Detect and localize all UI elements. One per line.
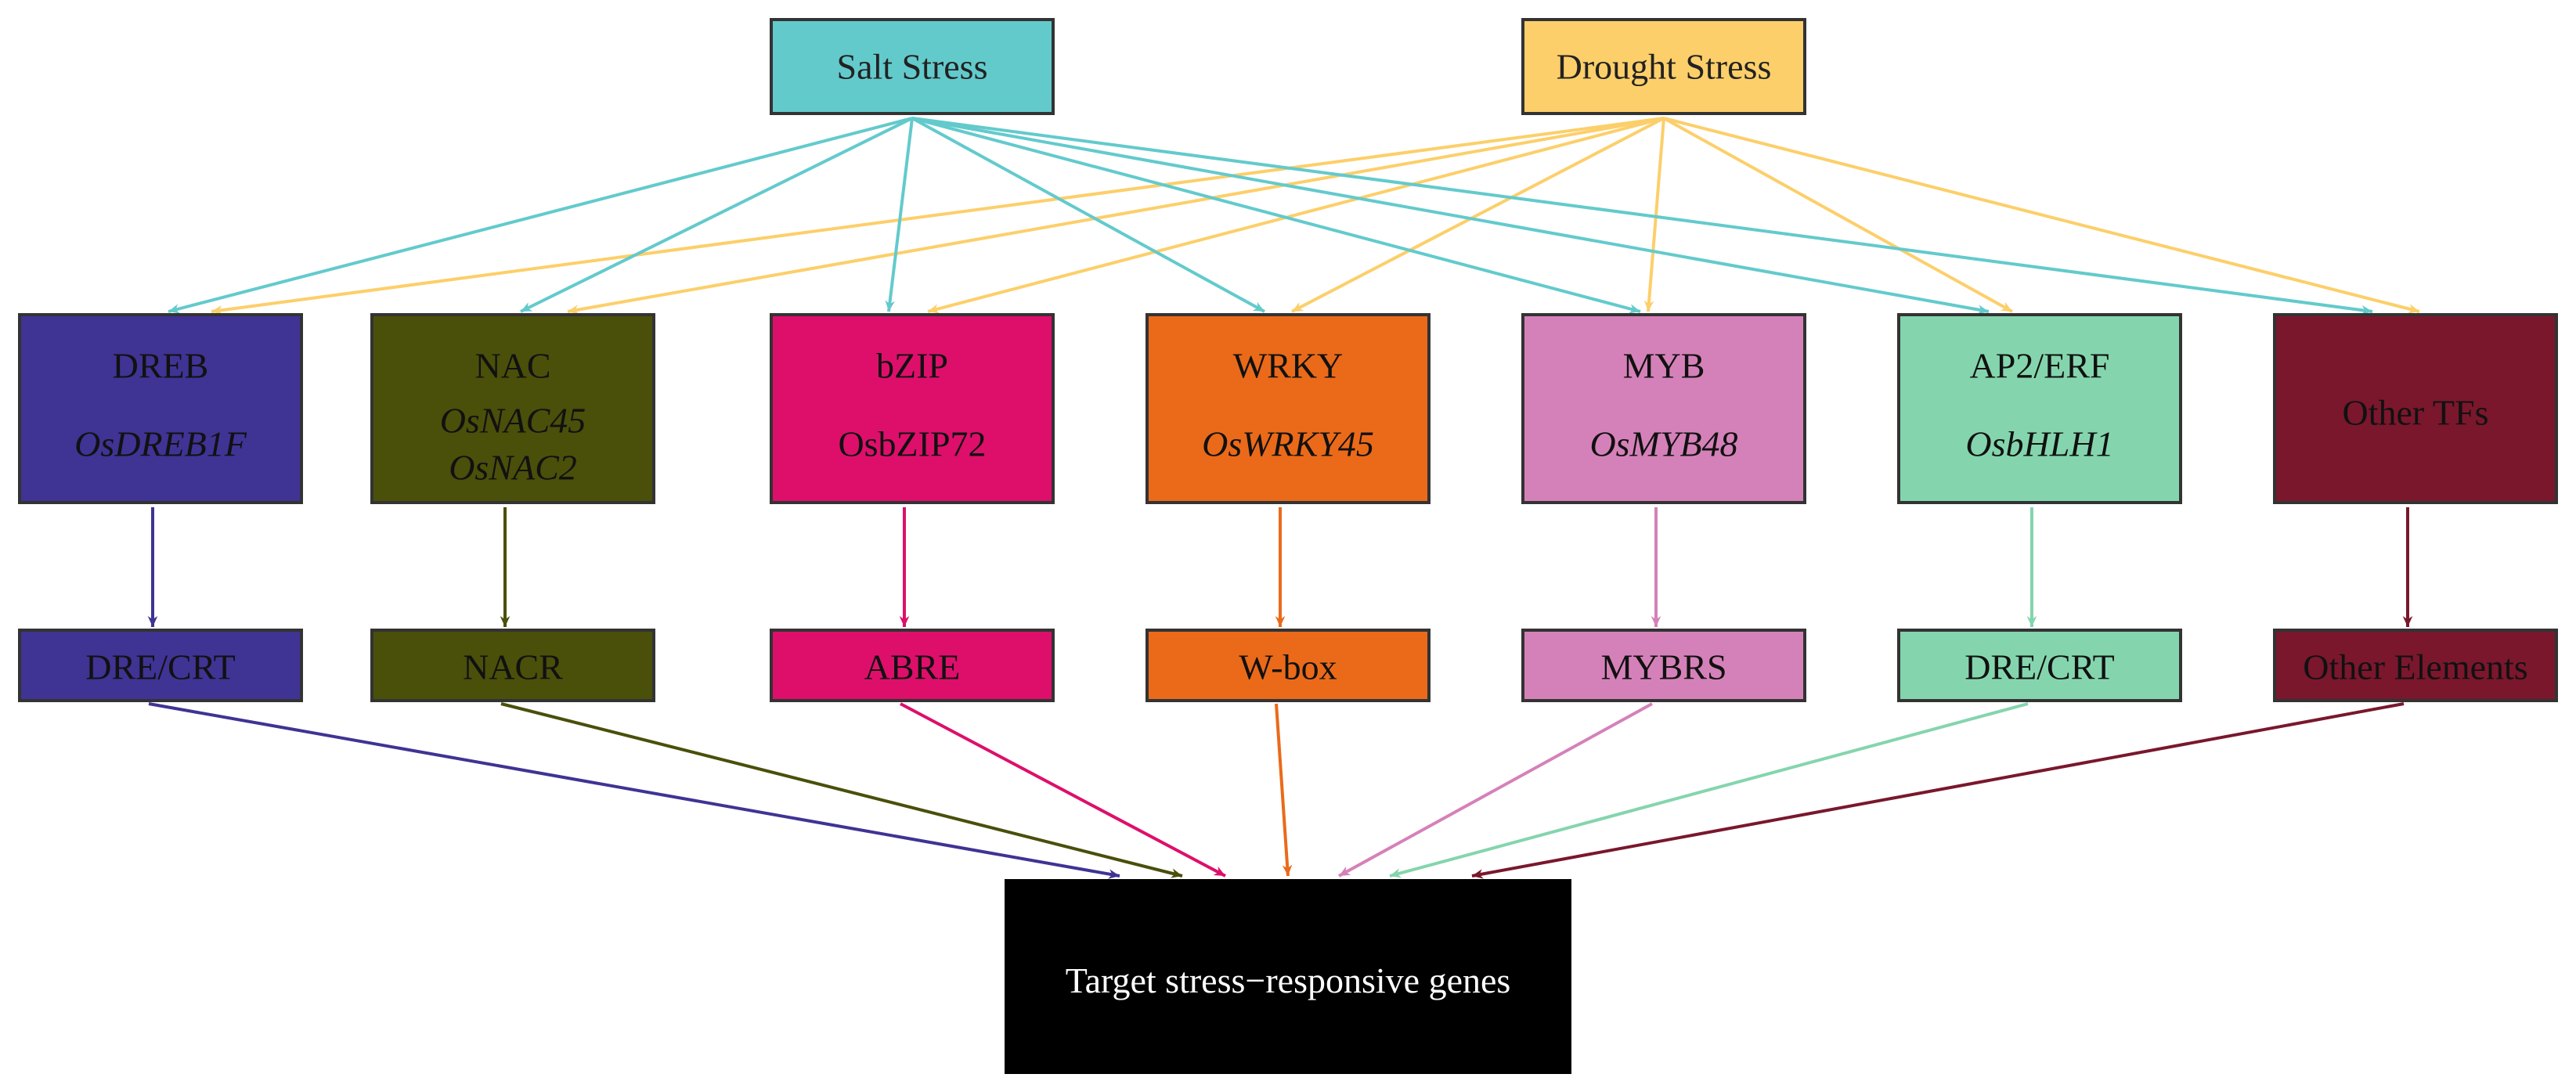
element-node-w-box: W-box xyxy=(1145,629,1431,702)
element-label-dre-crt-2: DRE/CRT xyxy=(1964,647,2114,687)
salt-stress-node: Salt Stress xyxy=(770,18,1055,115)
drought-stress-box xyxy=(1521,18,1806,115)
element-node-mybrs: MYBRS xyxy=(1521,629,1806,702)
target-genes-label: Target stress−responsive genes xyxy=(1066,960,1511,1000)
element-box-mybrs xyxy=(1521,629,1806,702)
tf-gene-nac-2: OsNAC2 xyxy=(449,448,577,488)
tf-name-dreb: DREB xyxy=(113,346,209,386)
nacr-to-target-arrow xyxy=(500,702,1183,878)
tf-name-other: Other TFs xyxy=(2343,393,2489,433)
element-box-w-box xyxy=(1145,629,1431,702)
tf-gene-ap2erf-1: OsbHLH1 xyxy=(1965,424,2113,464)
tf-node-myb: MYB OsMYB48 xyxy=(1521,313,1806,504)
tf-box-wrky xyxy=(1145,313,1431,504)
element-box-nacr xyxy=(370,629,655,702)
salt-to-other-arrow xyxy=(911,117,2373,315)
drought-to-dreb-arrow xyxy=(211,117,1665,315)
element-node-abre: ABRE xyxy=(770,629,1055,702)
tf-gene-wrky-1: OsWRKY45 xyxy=(1202,424,1374,464)
tf-gene-myb-1: OsMYB48 xyxy=(1589,424,1737,464)
drought-stress-label: Drought Stress xyxy=(1557,47,1772,87)
w-box-to-target-arrow xyxy=(1275,703,1293,877)
element-label-abre: ABRE xyxy=(864,647,961,687)
element-box-dre-crt-2 xyxy=(1897,629,2182,702)
tf-box-nac xyxy=(370,313,655,504)
drought-stress-node: Drought Stress xyxy=(1521,18,1806,115)
drought-to-other-arrow xyxy=(1663,117,2420,314)
tf-box-other xyxy=(2273,313,2558,504)
tf-box-bzip xyxy=(770,313,1055,504)
tf-name-myb: MYB xyxy=(1623,346,1705,386)
tf-node-other: Other TFs xyxy=(2273,313,2558,504)
element-label-mybrs: MYBRS xyxy=(1600,647,1726,687)
tf-gene-dreb-1: OsDREB1F xyxy=(74,424,247,464)
drought-to-ap2erf-arrow xyxy=(1663,117,2013,313)
salt-to-ap2erf-arrow xyxy=(911,117,1990,315)
element-label-nacr: NACR xyxy=(463,647,563,687)
element-box-other-elements xyxy=(2273,629,2558,702)
salt-to-nac-arrow xyxy=(520,117,913,313)
tf-node-ap2erf: AP2/ERF OsbHLH1 xyxy=(1897,313,2182,504)
tf-name-nac: NAC xyxy=(474,346,550,386)
element-label-other-elements: Other Elements xyxy=(2303,647,2527,687)
tf-name-ap2erf: AP2/ERF xyxy=(1970,346,2110,386)
drought-to-bzip-arrow xyxy=(927,117,1665,314)
tf-name-wrky: WRKY xyxy=(1233,346,1344,386)
salt-to-wrky-arrow xyxy=(911,117,1265,313)
mybrs-to-target-arrow xyxy=(1338,702,1653,878)
other-elements-to-target-arrow xyxy=(1471,702,2405,879)
abre-to-target-arrow xyxy=(900,702,1226,878)
salt-to-dreb-arrow xyxy=(168,117,913,314)
element-label-w-box: W-box xyxy=(1239,647,1337,687)
edges-layer xyxy=(147,117,2420,879)
salt-to-bzip-arrow xyxy=(885,117,914,312)
element-node-dre-crt-2: DRE/CRT xyxy=(1897,629,2182,702)
tf-box-ap2erf xyxy=(1897,313,2182,504)
element-node-other-elements: Other Elements xyxy=(2273,629,2558,702)
element-box-dre-crt-1 xyxy=(18,629,303,702)
target-genes-box xyxy=(1005,879,1571,1074)
salt-to-myb-arrow xyxy=(911,117,1641,314)
drought-to-myb-arrow xyxy=(1643,117,1665,312)
dre-crt-1-to-target-arrow xyxy=(148,702,1120,879)
salt-stress-box xyxy=(770,18,1055,115)
tf-node-dreb: DREB OsDREB1F xyxy=(18,313,303,504)
tf-name-bzip: bZIP xyxy=(876,346,948,386)
dre-crt-2-to-target-arrow xyxy=(1389,702,2029,878)
tf-box-myb xyxy=(1521,313,1806,504)
tf-gene-bzip-1: OsbZIP72 xyxy=(838,424,986,464)
element-label-dre-crt-1: DRE/CRT xyxy=(85,647,235,687)
element-node-nacr: NACR xyxy=(370,629,655,702)
tf-node-wrky: WRKY OsWRKY45 xyxy=(1145,313,1431,504)
element-node-dre-crt-1: DRE/CRT xyxy=(18,629,303,702)
tf-box-dreb xyxy=(18,313,303,504)
tf-node-bzip: bZIP OsbZIP72 xyxy=(770,313,1055,504)
drought-to-wrky-arrow xyxy=(1291,117,1665,313)
tf-gene-nac-1: OsNAC45 xyxy=(440,401,586,441)
drought-to-nac-arrow xyxy=(567,117,1665,315)
element-box-abre xyxy=(770,629,1055,702)
salt-stress-label: Salt Stress xyxy=(837,47,988,87)
target-genes-node: Target stress−responsive genes xyxy=(1005,879,1571,1074)
